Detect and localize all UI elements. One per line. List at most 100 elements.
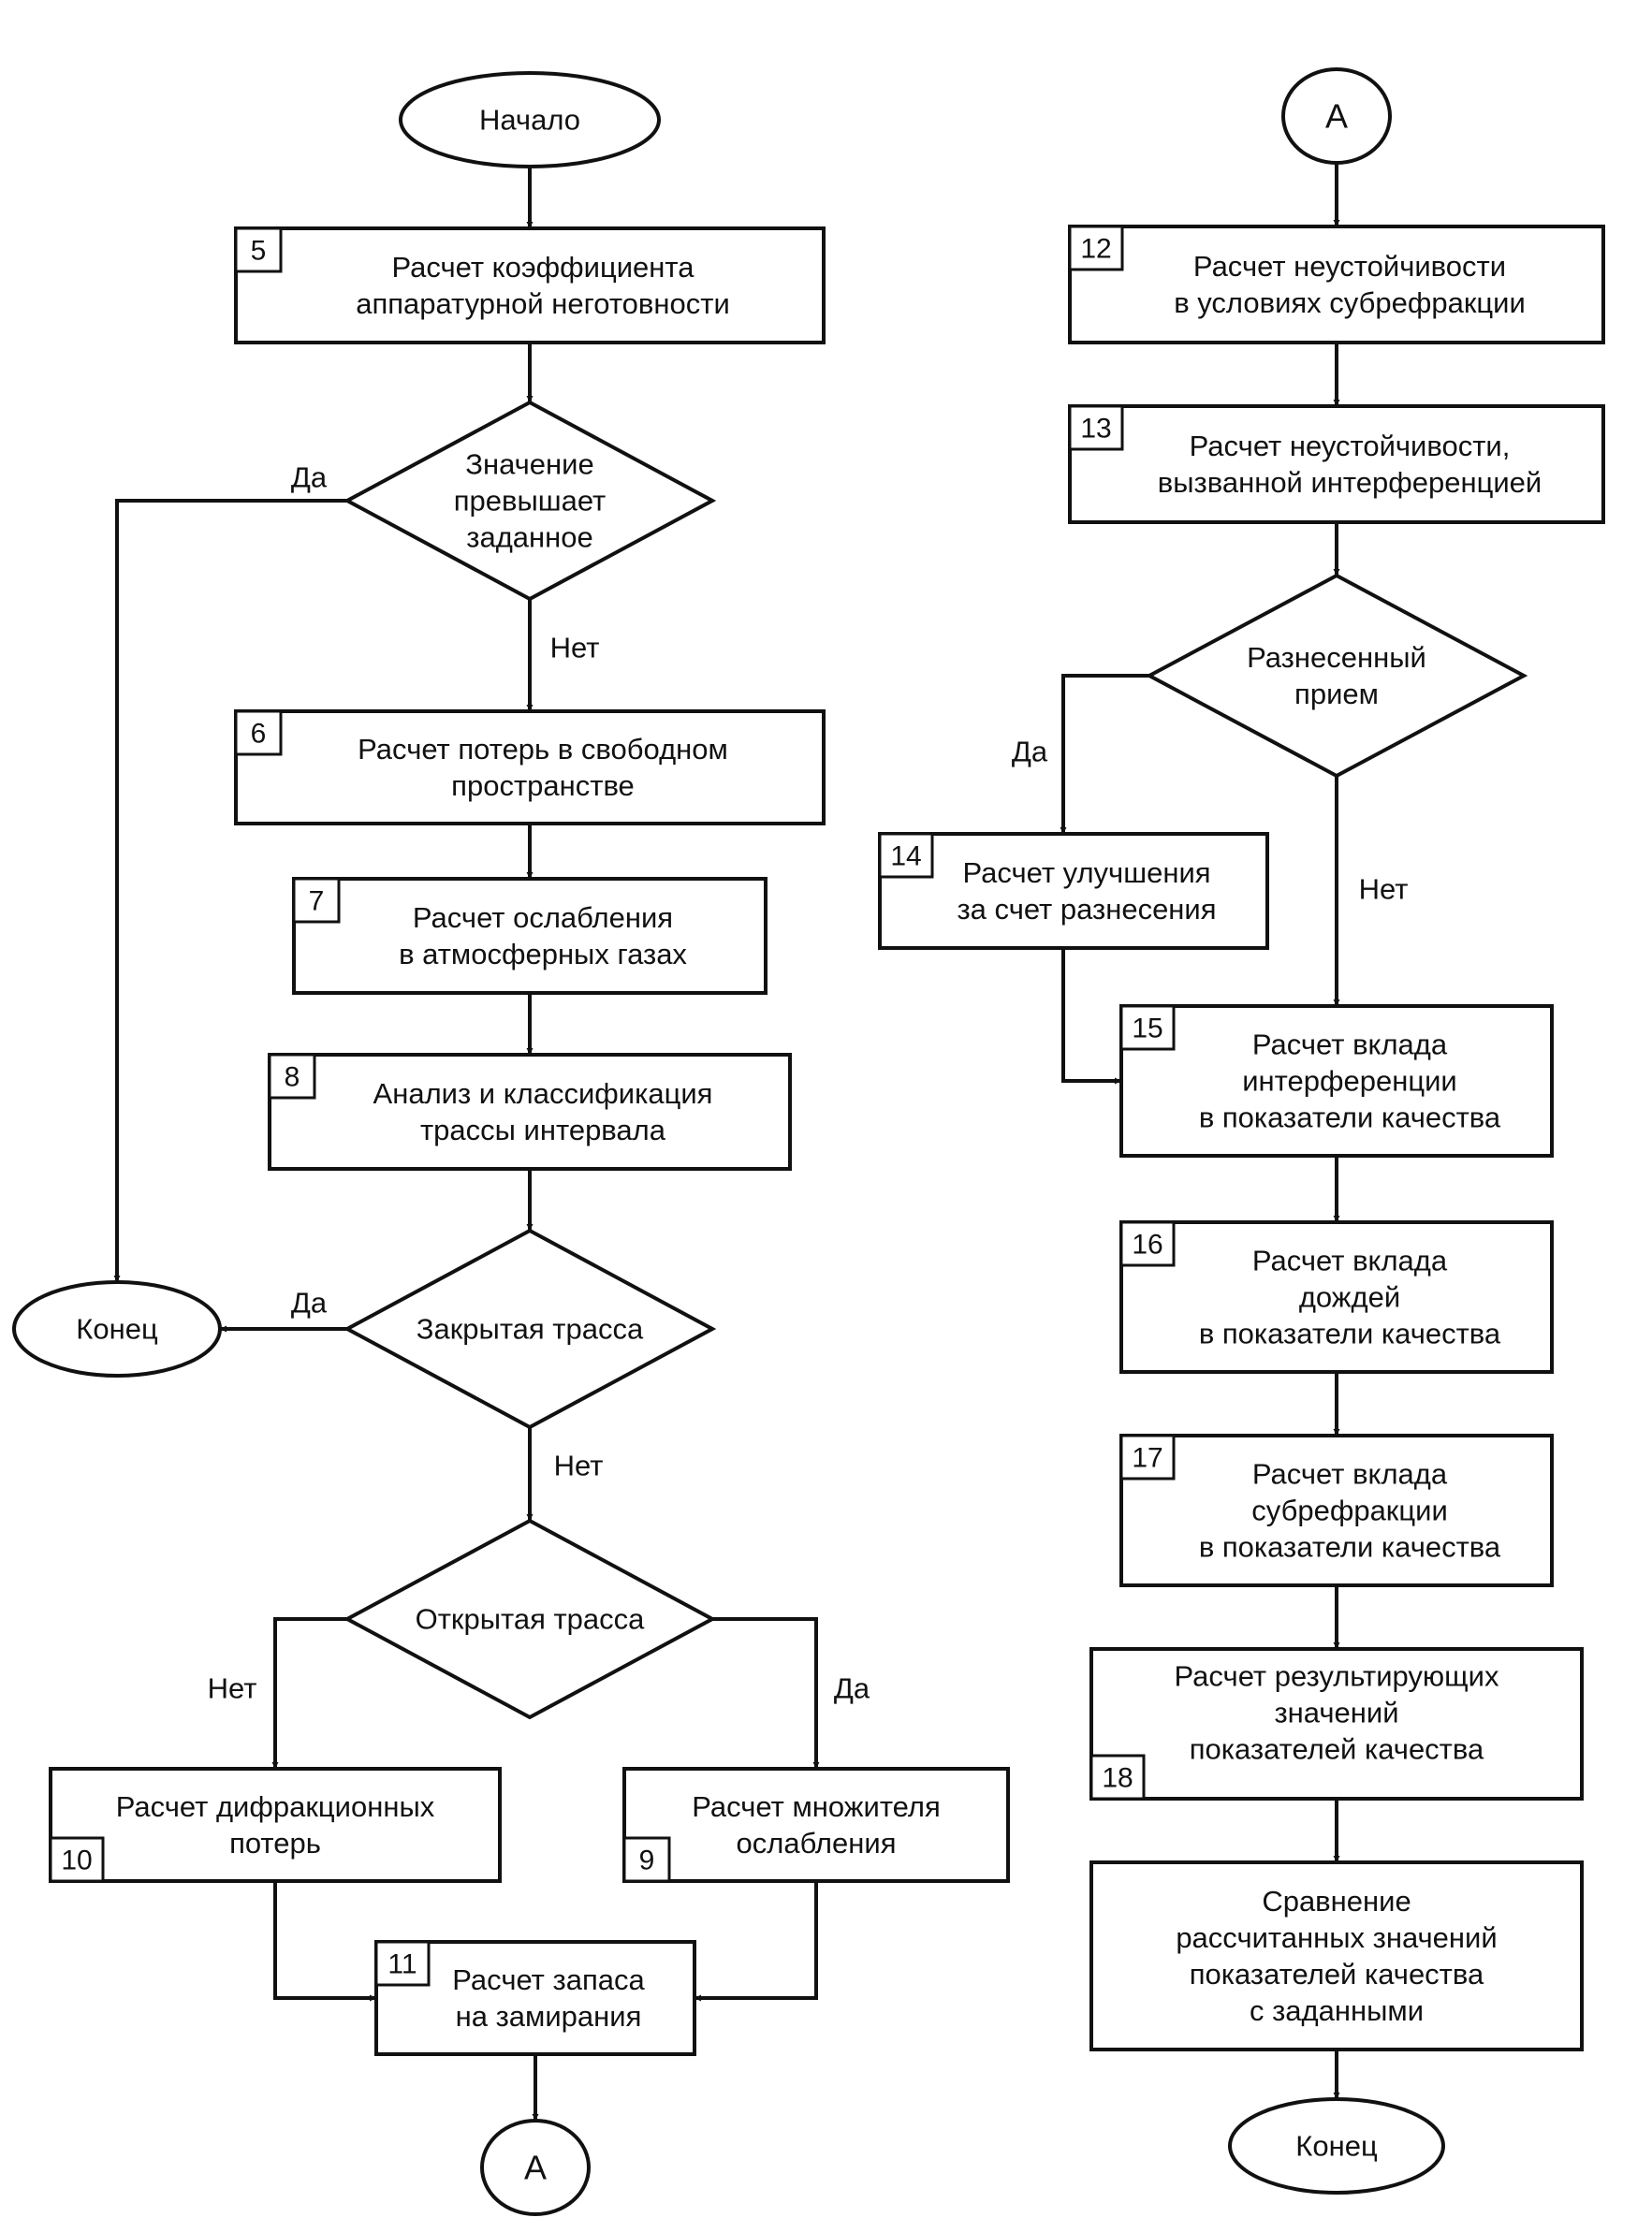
node-d3-shape [343, 1518, 717, 1720]
edge-d4-to-b14 [1060, 674, 1149, 834]
node-b10-number: 10 [61, 1845, 92, 1876]
node-d4-shape [1145, 573, 1528, 779]
node-end2: Конец [1228, 2097, 1445, 2195]
edge-label-d3-to-b9: Да [834, 1672, 870, 1705]
node-b11-line-0: Расчет запаса [452, 1963, 645, 1996]
node-b18-line-1: значений [1274, 1697, 1398, 1729]
node-end1-shape [12, 1280, 222, 1378]
edge-b10-to-b11 [273, 1881, 376, 2002]
node-b14-line-0: Расчет улучшения [962, 856, 1210, 889]
node-start-line-0: Начало [479, 104, 580, 137]
node-b14-shape [878, 832, 1269, 950]
node-b16-shape [1119, 1220, 1554, 1374]
node-b8-line-0: Анализ и классификация [373, 1077, 713, 1110]
node-b19-line-2: показателей качества [1190, 1958, 1484, 1991]
node-b14-line-1: за счет разнесения [957, 893, 1216, 926]
node-b18-line-2: показателей качества [1190, 1733, 1484, 1766]
node-b6-line-0: Расчет потерь в свободном [358, 733, 728, 766]
node-b10-number-box [49, 1836, 105, 1883]
node-d1-shape [343, 400, 717, 602]
node-b7-number-box [292, 877, 341, 924]
node-b11-number: 11 [387, 1949, 417, 1980]
node-b15-line-1: интерференции [1242, 1065, 1457, 1098]
edge-d3-to-b9 [712, 1617, 820, 1769]
node-d4-line-0: Разнесенный [1247, 641, 1426, 674]
node-start: Начало [399, 71, 661, 168]
node-end1: Конец [12, 1280, 222, 1378]
node-d1-line-0: Значение [465, 448, 593, 481]
node-b5-shape [234, 226, 826, 344]
edge-b14-to-b15 [1061, 948, 1121, 1085]
node-b13-shape [1068, 404, 1605, 524]
node-b9-line-1: ослабления [737, 1827, 897, 1860]
edge-label-d2-to-d3: Нет [554, 1450, 604, 1482]
node-end1-line-0: Конец [76, 1313, 158, 1346]
node-b10-line-0: Расчет дифракционных [116, 1790, 435, 1823]
node-d4: Разнесенный прием [1145, 573, 1528, 779]
node-b12-number: 12 [1080, 234, 1111, 265]
node-b6-number-box [234, 709, 283, 756]
edge-label-d4-to-b14: Да [1012, 736, 1048, 768]
node-b9-number: 9 [639, 1845, 655, 1876]
node-b5-line-1: аппаратурной неготовности [356, 287, 730, 320]
node-b16-line-1: дождей [1299, 1281, 1400, 1314]
node-connA2-line-0: А [1325, 97, 1348, 136]
node-b18-number: 18 [1102, 1763, 1133, 1794]
node-b11-number-box [374, 1940, 431, 1987]
node-b15-shape [1119, 1004, 1554, 1158]
node-b10-line-1: потерь [229, 1827, 321, 1860]
node-d2: Закрытая трасса [343, 1228, 717, 1430]
node-b8-number: 8 [285, 1062, 300, 1093]
node-b19-shape [1089, 1860, 1584, 2051]
edge-label-d1-to-end1: Да [291, 461, 328, 494]
node-connA1-shape [480, 2119, 591, 2216]
node-b8-shape [268, 1053, 792, 1171]
edge-label-d1-to-b6: Нет [550, 632, 600, 664]
node-b12-line-0: Расчет неустойчивости [1193, 250, 1506, 283]
edge-label-d3-to-b10: Нет [208, 1672, 257, 1705]
node-connA2: А [1281, 67, 1392, 165]
node-b9-line-0: Расчет множителя [692, 1790, 941, 1823]
node-d4-line-1: прием [1294, 678, 1379, 710]
node-b18-number-box [1089, 1754, 1146, 1801]
node-b15-line-0: Расчет вклада [1252, 1028, 1448, 1061]
node-b18-shape [1089, 1647, 1584, 1801]
node-d2-shape [343, 1228, 717, 1430]
node-b7-shape [292, 877, 768, 995]
node-b17-line-1: субрефракции [1251, 1495, 1448, 1527]
node-b16-number: 16 [1132, 1230, 1162, 1261]
node-b12-shape [1068, 225, 1605, 344]
node-d2-line-0: Закрытая трасса [417, 1313, 644, 1346]
node-b15-number: 15 [1132, 1014, 1162, 1044]
node-b5-number-box [234, 226, 283, 273]
node-b6-shape [234, 709, 826, 825]
node-b12-line-1: в условиях субрефракции [1174, 286, 1526, 319]
node-b11-line-1: на замирания [456, 2000, 642, 2033]
node-b5-number: 5 [251, 236, 267, 267]
node-connA1-line-0: А [524, 2149, 547, 2187]
node-b7-line-1: в атмосферных газах [399, 938, 687, 970]
node-b17-line-2: в показатели качества [1199, 1531, 1501, 1564]
node-b17-number: 17 [1132, 1443, 1162, 1474]
node-connA2-shape [1281, 67, 1392, 165]
node-b13-line-0: Расчет неустойчивости, [1190, 430, 1511, 462]
node-b15-line-2: в показатели качества [1199, 1101, 1501, 1134]
node-b16-line-0: Расчет вклада [1252, 1245, 1448, 1277]
node-b15-number-box [1119, 1004, 1176, 1051]
node-b10-shape [49, 1767, 502, 1883]
node-b7-line-0: Расчет ослабления [413, 901, 673, 934]
node-b13-line-1: вызванной интерференцией [1158, 466, 1542, 499]
edge-b9-to-b11 [694, 1881, 818, 2002]
node-end2-line-0: Конец [1295, 2130, 1378, 2163]
node-b14-number-box [878, 832, 934, 879]
node-b9: 9 Расчет множителя ослабления [622, 1767, 1010, 1883]
